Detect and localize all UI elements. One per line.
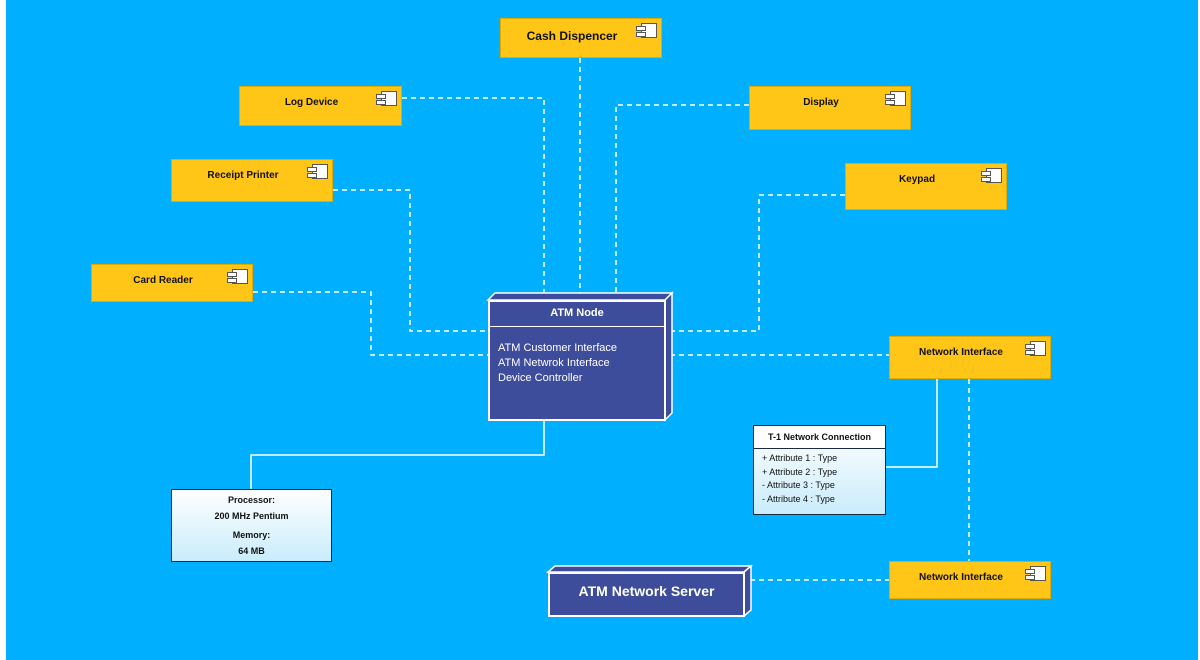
atm-node-item: Device Controller xyxy=(498,372,583,384)
connector-receipt-printer xyxy=(333,189,488,332)
display-component[interactable]: Display xyxy=(749,86,911,130)
t1-class-title: T-1 Network Connection xyxy=(754,426,885,449)
component-icon xyxy=(1025,566,1046,581)
component-icon xyxy=(636,23,657,38)
cash-dispencer-label: Cash Dispencer xyxy=(526,29,618,43)
t1-attribute: + Attribute 1 : Type xyxy=(762,453,838,463)
component-icon xyxy=(981,168,1002,183)
component-icon xyxy=(885,91,906,106)
display-label: Display xyxy=(803,97,839,108)
connector-log-device xyxy=(402,97,545,300)
t1-attribute-list: + Attribute 1 : Type + Attribute 2 : Typ… xyxy=(754,449,885,506)
connector-keypad xyxy=(670,194,845,332)
network-interface-label: Network Interface xyxy=(919,347,1003,358)
receipt-printer-label: Receipt Printer xyxy=(207,170,279,181)
t1-attribute: + Attribute 2 : Type xyxy=(762,466,838,477)
component-icon xyxy=(1025,341,1046,356)
t1-attribute: - Attribute 4 : Type xyxy=(762,493,835,504)
atm-node-item: ATM Netwrok Interface xyxy=(498,357,610,369)
cash-dispencer-component[interactable]: Cash Dispencer xyxy=(500,18,662,58)
atm-node[interactable]: ATM Node ATM Customer Interface ATM Netw… xyxy=(488,300,666,421)
card-reader-label: Card Reader xyxy=(133,275,193,286)
link-t1-connection xyxy=(886,379,938,468)
atm-network-server-title: ATM Network Server xyxy=(578,583,715,599)
atm-node-item: ATM Customer Interface xyxy=(498,342,617,354)
link-processor xyxy=(250,420,545,489)
keypad-label: Keypad xyxy=(898,174,936,185)
processor-label: Processor: xyxy=(227,495,276,505)
t1-attribute: - Attribute 3 : Type xyxy=(762,480,835,491)
component-icon xyxy=(307,164,328,179)
atm-node-side-face xyxy=(664,291,673,422)
network-interface-label: Network Interface xyxy=(919,572,1003,583)
component-icon xyxy=(227,269,248,284)
atm-node-items: ATM Customer Interface ATM Netwrok Inter… xyxy=(490,327,664,386)
memory-value: 64 MB xyxy=(238,546,265,556)
atm-network-server-node[interactable]: ATM Network Server xyxy=(548,572,745,617)
log-device-label: Log Device xyxy=(284,97,339,108)
keypad-component[interactable]: Keypad xyxy=(845,163,1007,210)
connector-display xyxy=(615,104,749,300)
network-interface-component-2[interactable]: Network Interface xyxy=(889,561,1051,599)
component-icon xyxy=(376,91,397,106)
receipt-printer-component[interactable]: Receipt Printer xyxy=(171,159,333,202)
log-device-component[interactable]: Log Device xyxy=(239,86,402,126)
server-side-face xyxy=(743,564,752,618)
connector-card-reader xyxy=(253,291,488,356)
atm-node-top-face xyxy=(486,292,674,301)
processor-value: 200 MHz Pentium xyxy=(214,511,289,521)
t1-network-connection-class[interactable]: T-1 Network Connection + Attribute 1 : T… xyxy=(753,425,886,515)
network-interface-component-1[interactable]: Network Interface xyxy=(889,336,1051,379)
atm-node-title: ATM Node xyxy=(490,302,664,327)
processor-memory-note[interactable]: Processor: 200 MHz Pentium Memory: 64 MB xyxy=(171,489,332,562)
memory-label: Memory: xyxy=(232,530,271,540)
card-reader-component[interactable]: Card Reader xyxy=(91,264,253,302)
